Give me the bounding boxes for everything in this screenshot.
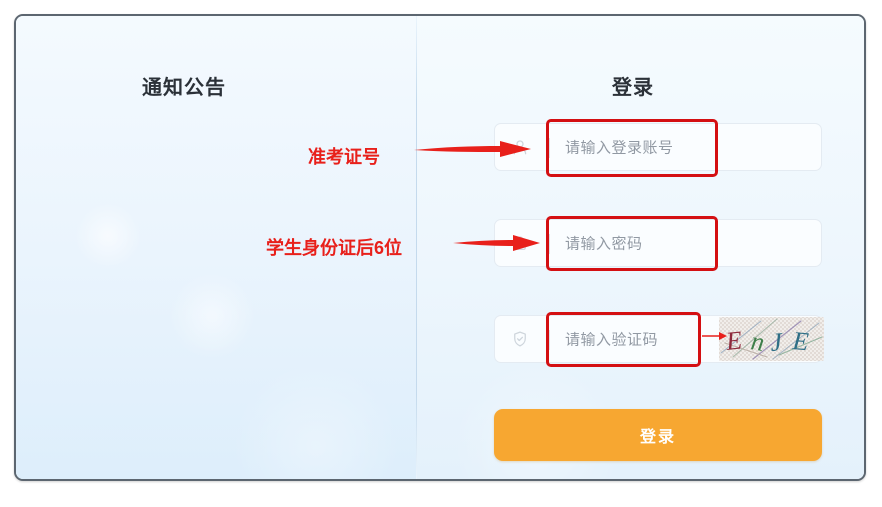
login-card: 通知公告 登录 请输入登录账号 (14, 14, 866, 481)
svg-text:n: n (749, 326, 766, 357)
annotation-label-account: 准考证号 (308, 147, 380, 167)
svg-text:J: J (769, 327, 784, 357)
annotation-arrow-password-icon (453, 232, 541, 254)
password-field[interactable]: 请输入密码 (494, 219, 822, 267)
captcha-field-separator (549, 330, 550, 350)
announcements-panel: 通知公告 (16, 16, 416, 479)
annotation-label-password: 学生身份证后6位 (266, 238, 403, 258)
shield-check-icon (511, 330, 529, 348)
panel-divider (416, 16, 417, 479)
login-submit-button[interactable]: 登录 (494, 409, 822, 461)
password-field-placeholder: 请输入密码 (565, 235, 643, 253)
svg-text:E: E (724, 325, 744, 356)
captcha-field-placeholder: 请输入验证码 (565, 331, 659, 349)
account-field[interactable]: 请输入登录账号 (494, 123, 822, 171)
svg-text:E: E (790, 326, 809, 356)
captcha-pointer-arrow-icon (702, 329, 728, 343)
account-field-separator (549, 138, 550, 158)
account-field-placeholder: 请输入登录账号 (565, 139, 674, 157)
password-field-separator (549, 234, 550, 254)
annotation-arrow-account-icon (414, 138, 532, 160)
login-heading: 登录 (612, 77, 654, 99)
announcements-heading: 通知公告 (142, 77, 226, 99)
captcha-image[interactable]: E n J E (719, 317, 824, 361)
